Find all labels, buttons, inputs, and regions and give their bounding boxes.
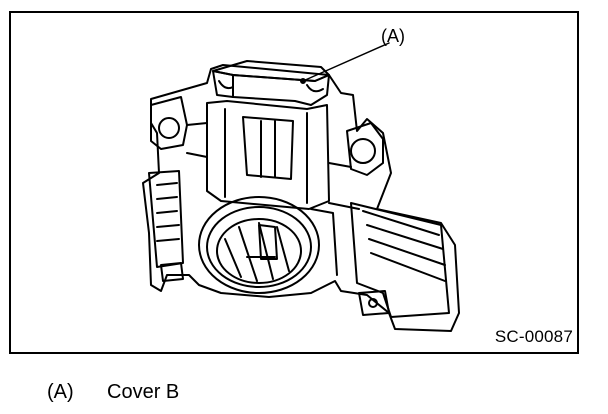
- figure-frame: (A) SC-00087: [9, 11, 579, 354]
- legend-key: (A): [47, 381, 74, 403]
- left-mount-ear: [150, 96, 188, 150]
- boss-inner: [216, 218, 302, 284]
- boss-blades: [224, 222, 290, 282]
- brush-slot-rib: [260, 120, 276, 178]
- legend: (A) Cover B: [47, 380, 179, 404]
- right-tab: [358, 290, 390, 316]
- right-mount-hole: [350, 138, 376, 164]
- brush-block: [206, 100, 330, 210]
- right-tab-hole: [368, 298, 378, 308]
- boss-outer: [198, 196, 320, 294]
- boss-rim: [206, 206, 312, 288]
- left-terminal-slots: [156, 182, 180, 242]
- left-terminal-base: [160, 262, 184, 282]
- legend-text: Cover B: [107, 381, 180, 403]
- callout-label-a: (A): [381, 26, 405, 46]
- cover-b-clip-right: [306, 84, 324, 93]
- cover-b-front: [212, 70, 234, 98]
- right-fin-lines: [362, 210, 446, 282]
- left-mount-hole: [158, 117, 180, 139]
- left-terminal: [148, 170, 184, 268]
- cover-b-clip-left: [218, 80, 234, 90]
- housing-detail: [186, 122, 360, 276]
- cover-b-body: [232, 74, 330, 106]
- right-mount-ear: [346, 122, 384, 176]
- regulator-cover-drawing: [142, 42, 460, 332]
- right-fin-block: [350, 202, 450, 318]
- callout-leader-line: [302, 42, 390, 82]
- figure-id: SC-00087: [494, 327, 573, 346]
- legend-item: (A) Cover B: [47, 380, 179, 404]
- housing-outline: [142, 64, 460, 332]
- brush-slot: [242, 116, 294, 180]
- boss-terminal: [258, 224, 278, 260]
